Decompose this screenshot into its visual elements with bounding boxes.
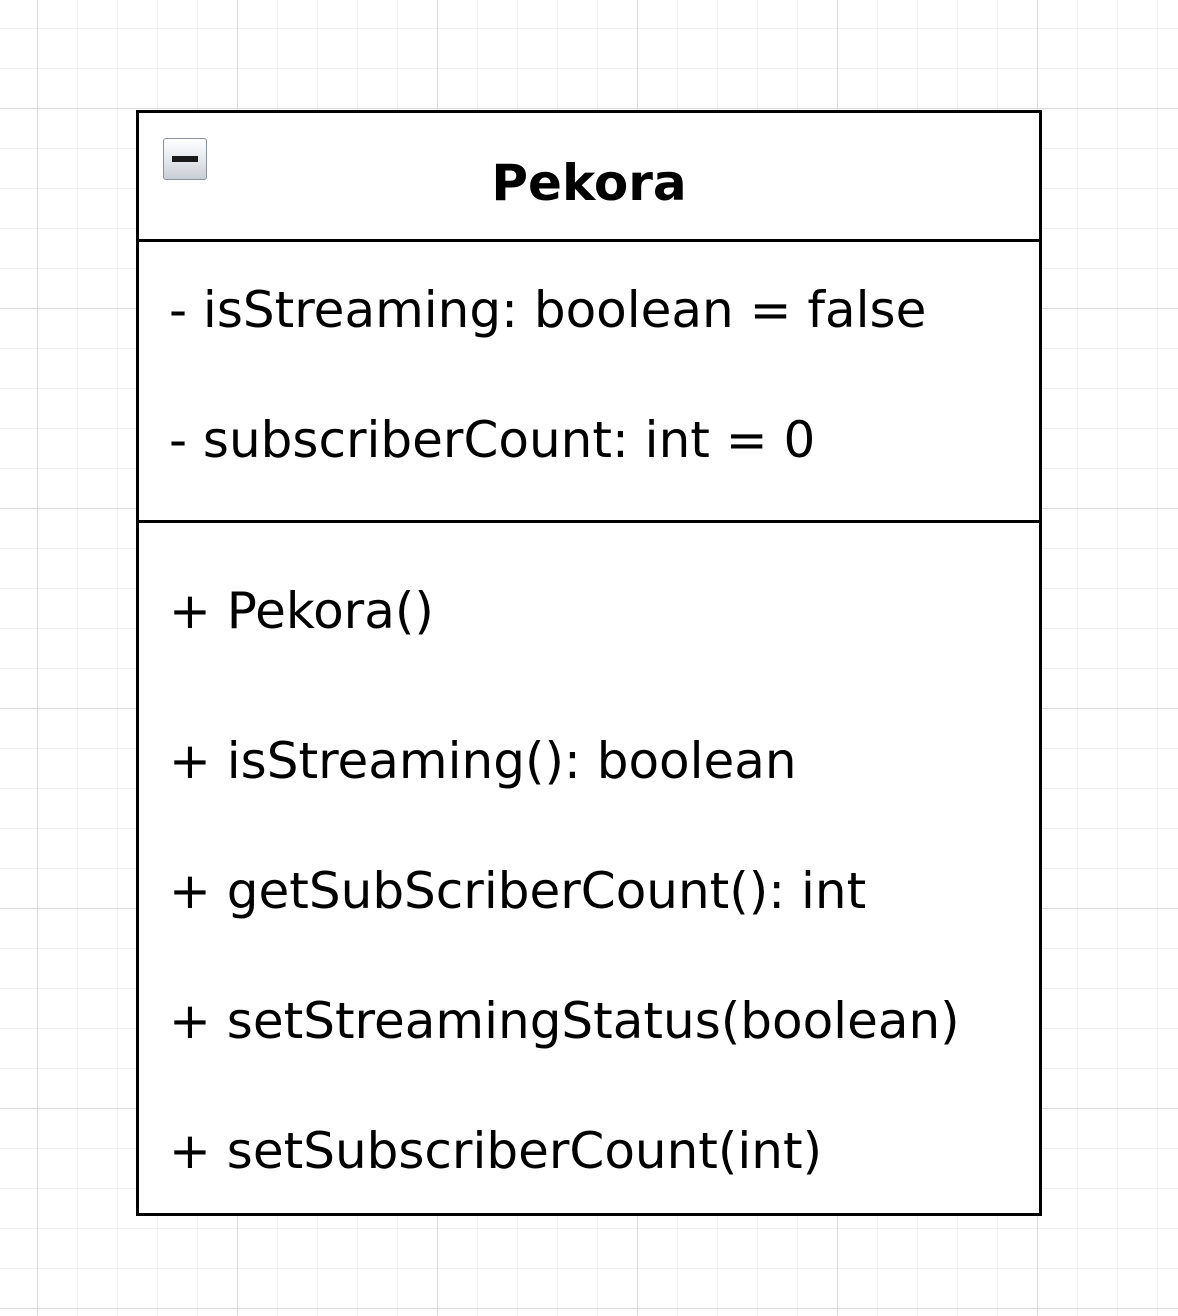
operation-row[interactable]: + isStreaming(): boolean [169,732,797,790]
collapse-icon[interactable] [163,138,207,180]
class-header: Pekora [139,113,1039,242]
operation-row[interactable]: + setStreamingStatus(boolean) [169,992,960,1050]
class-name[interactable]: Pekora [491,154,687,212]
attributes-compartment: - isStreaming: boolean = false - subscri… [139,242,1039,523]
operation-row[interactable]: + Pekora() [169,582,434,640]
attribute-row[interactable]: - subscriberCount: int = 0 [169,411,816,469]
attribute-row[interactable]: - isStreaming: boolean = false [169,281,927,339]
operation-row[interactable]: + setSubscriberCount(int) [169,1122,823,1180]
minus-icon [172,156,198,162]
operations-compartment: + Pekora() + isStreaming(): boolean + ge… [139,523,1039,1213]
operation-row[interactable]: + getSubScriberCount(): int [169,862,867,920]
uml-class-box[interactable]: Pekora - isStreaming: boolean = false - … [136,110,1042,1216]
